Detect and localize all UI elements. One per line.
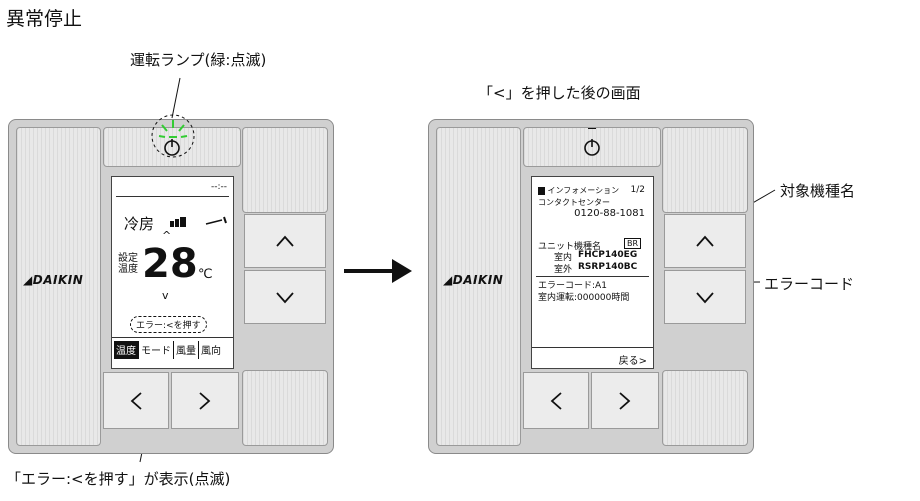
left-arrow-icon xyxy=(130,391,142,410)
after-press-callout: 「<」を押した後の画面 xyxy=(478,84,641,102)
temperature-value: 28 xyxy=(142,241,198,287)
daikin-logo: ◢DAIKIN xyxy=(23,273,84,287)
temperature-unit: ℃ xyxy=(198,267,213,282)
info-header: インフォメーション xyxy=(538,185,619,196)
page-title: 異常停止 xyxy=(6,8,83,30)
menu-item-mode: モード xyxy=(138,341,173,359)
info-icon xyxy=(538,186,545,195)
remote-controller-after: ◢DAIKIN インフォメーション 1/2 コンタクトセンター 0120-88-… xyxy=(428,119,754,454)
error-code-display: エラーコード:A1 xyxy=(538,281,607,291)
operation-lamp-off xyxy=(588,128,596,129)
contact-phone: 0120-88-1081 xyxy=(574,208,645,219)
menu-item-temperature: 温度 xyxy=(114,341,138,359)
up-button[interactable] xyxy=(664,214,746,268)
outdoor-model: RSRP140BC xyxy=(578,262,638,272)
back-label: 戻る> xyxy=(618,356,647,367)
lcd-screen-main: --:-- 冷房 ^ 設定 温度 28 ℃ v エラー:<を押す 温度 モード … xyxy=(111,176,234,369)
error-shown-callout: 「エラー:<を押す」が表示(点滅) xyxy=(6,470,231,488)
left-side-panel xyxy=(16,127,101,446)
power-button[interactable] xyxy=(162,137,182,157)
left-button[interactable] xyxy=(103,372,169,429)
clock-display: --:-- xyxy=(210,182,227,192)
contact-label: コンタクトセンター xyxy=(538,198,610,207)
indoor-run-time: 室内運転:000000時間 xyxy=(538,293,630,303)
model-name-callout: 対象機種名 xyxy=(780,182,856,200)
menu-item-fan: 風量 xyxy=(173,341,198,359)
fan-speed-icon xyxy=(170,217,186,227)
info-page-number: 1/2 xyxy=(630,185,645,195)
error-message: エラー:<を押す xyxy=(130,316,207,333)
power-button[interactable] xyxy=(582,137,602,157)
outdoor-label: 室外 xyxy=(554,265,573,275)
remote-controller-before: ◢DAIKIN --:-- 冷房 ^ 設定 温度 28 ℃ v エラー:<を押 xyxy=(8,114,334,454)
down-button[interactable] xyxy=(244,270,326,324)
temp-down-indicator: v xyxy=(162,289,169,302)
unit-model-label: ユニット機種名 xyxy=(538,242,602,252)
left-arrow-icon xyxy=(550,391,562,410)
unit-badge: BR xyxy=(623,238,641,249)
left-button[interactable] xyxy=(523,372,589,429)
up-arrow-icon xyxy=(696,235,714,247)
right-button[interactable] xyxy=(591,372,659,429)
left-side-panel xyxy=(436,127,521,446)
right-arrow-icon xyxy=(199,391,211,410)
right-top-panel xyxy=(662,127,748,213)
set-temp-label: 設定 温度 xyxy=(118,253,138,275)
daikin-logo: ◢DAIKIN xyxy=(443,273,504,287)
up-arrow-icon xyxy=(276,235,294,247)
airflow-direction-icon xyxy=(205,216,227,225)
down-button[interactable] xyxy=(664,270,746,324)
up-button[interactable] xyxy=(244,214,326,268)
right-arrow-icon xyxy=(619,391,631,410)
menu-item-direction: 風向 xyxy=(198,341,223,359)
right-bottom-panel xyxy=(242,370,328,446)
indoor-label: 室内 xyxy=(554,253,573,263)
indoor-model: FHCP140EG xyxy=(578,250,638,260)
right-top-panel xyxy=(242,127,328,213)
mode-display: 冷房 xyxy=(124,215,155,233)
down-arrow-icon xyxy=(696,292,714,304)
error-code-callout: エラーコード xyxy=(764,275,855,293)
down-arrow-icon xyxy=(276,292,294,304)
lcd-screen-info: インフォメーション 1/2 コンタクトセンター 0120-88-1081 ユニッ… xyxy=(531,176,654,369)
right-button[interactable] xyxy=(171,372,239,429)
operation-lamp-icon xyxy=(151,114,195,158)
temp-up-indicator: ^ xyxy=(162,229,172,242)
lamp-callout: 運転ランプ(緑:点滅) xyxy=(130,51,267,69)
screen-menu-bar: 温度 モード 風量 風向 xyxy=(114,341,231,359)
right-bottom-panel xyxy=(662,370,748,446)
